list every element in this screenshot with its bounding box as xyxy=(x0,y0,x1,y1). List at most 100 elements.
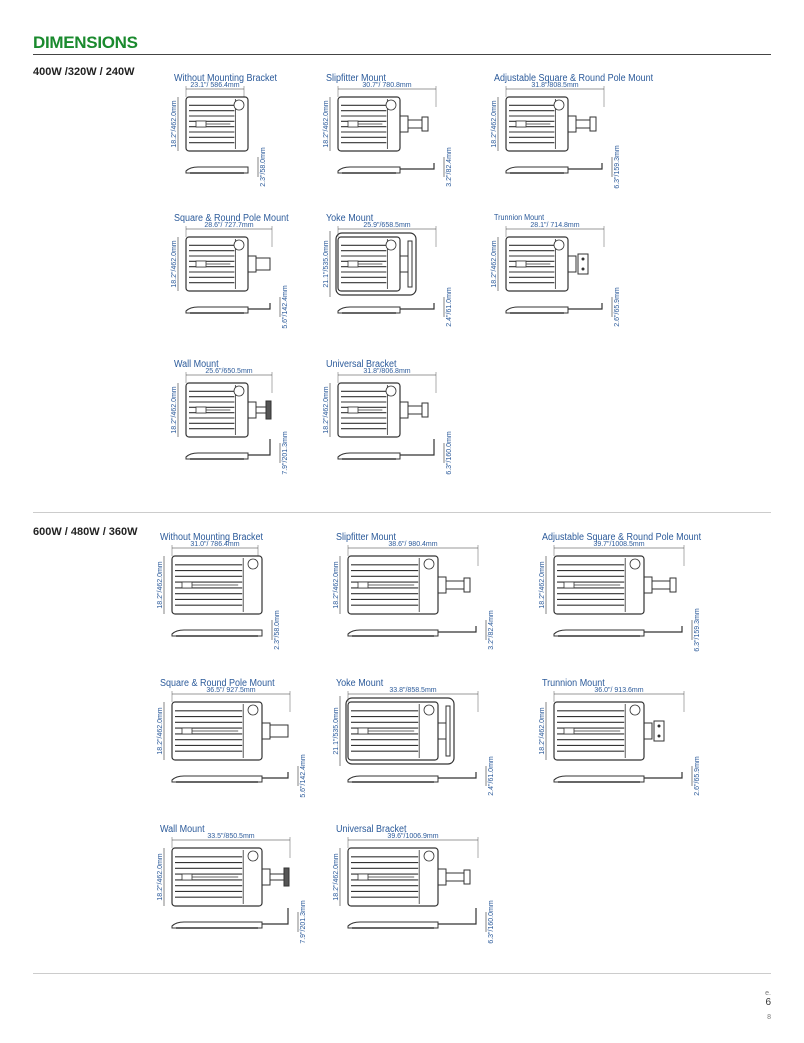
photocell-icon xyxy=(233,239,245,251)
driver-box xyxy=(181,727,193,735)
trunnion-bolt xyxy=(657,724,661,728)
width-dimension-label: 31.8"/808.5mm xyxy=(531,82,578,89)
mount-label: Trunnion Mount xyxy=(542,678,605,689)
side-profile-mount xyxy=(400,163,435,170)
mount-label: Slipfitter Mount xyxy=(336,532,397,543)
mount-label: Without Mounting Bracket xyxy=(160,532,264,543)
width-dimension-label: 38.6"/ 980.4mm xyxy=(388,541,437,548)
title-divider xyxy=(33,54,771,55)
mount-neck xyxy=(248,255,257,273)
side-profile-body xyxy=(337,306,401,314)
profile-dimension-label: 5.6"/142.4mm xyxy=(282,285,289,329)
section-wattage-1: 400W /320W / 240W xyxy=(33,66,135,78)
height-dimension-label: 18.2"/462.0mm xyxy=(333,561,340,608)
side-profile-body xyxy=(553,775,645,783)
photocell-icon xyxy=(629,558,641,570)
mount-clamp xyxy=(463,577,471,593)
mount-label: Trunnion Mount xyxy=(494,213,545,222)
profile-dimension-label: 2.4"/61.0mm xyxy=(446,287,453,327)
photocell-icon xyxy=(247,558,259,570)
mount-label: Universal Bracket xyxy=(326,359,397,370)
photocell-icon xyxy=(385,385,397,397)
width-dimension-label: 25.9"/658.5mm xyxy=(363,222,410,229)
width-dimension-label: 25.6"/650.5mm xyxy=(205,368,252,375)
width-dimension-label: 33.5"/850.5mm xyxy=(207,833,254,840)
mount-label: Yoke Mount xyxy=(336,678,384,689)
mount-neck xyxy=(438,722,447,740)
side-profile-body xyxy=(171,775,263,783)
profile-dimension-label: 7.9"/201.3mm xyxy=(282,431,289,475)
side-profile-body xyxy=(171,629,263,637)
wall-plate xyxy=(265,400,272,420)
driver-box xyxy=(357,873,369,881)
mount-neck xyxy=(644,722,653,740)
mount-label: Yoke Mount xyxy=(326,213,374,224)
mount-neck xyxy=(400,401,409,419)
side-profile-body xyxy=(171,921,263,929)
profile-dimension-label: 6.3"/160.0mm xyxy=(446,431,453,475)
wall-arm xyxy=(269,873,285,881)
width-dimension-label: 28.6"/ 727.7mm xyxy=(204,222,253,229)
side-profile-mount xyxy=(248,303,271,310)
height-dimension-label: 18.2"/462.0mm xyxy=(333,853,340,900)
mount-clamp xyxy=(421,116,429,132)
driver-box xyxy=(515,120,527,128)
wall-arm xyxy=(255,406,267,414)
photocell-icon xyxy=(629,704,641,716)
mount-label: Wall Mount xyxy=(160,824,205,835)
side-profile-body xyxy=(185,306,249,314)
width-dimension-label: 30.7"/ 780.8mm xyxy=(362,82,411,89)
width-dimension-label: 31.8"/806.8mm xyxy=(363,368,410,375)
side-profile-body xyxy=(337,452,401,460)
mount-neck xyxy=(568,115,577,133)
width-dimension-label: 28.1"/ 714.8mm xyxy=(530,222,579,229)
mount-label: Slipfitter Mount xyxy=(326,73,387,84)
driver-box xyxy=(347,260,359,268)
height-dimension-label: 21.1"/535.0mm xyxy=(333,707,340,754)
driver-box xyxy=(357,581,369,589)
photocell-icon xyxy=(233,385,245,397)
side-profile-body xyxy=(185,166,249,174)
side-profile-mount xyxy=(644,772,683,779)
width-dimension-label: 31.0"/ 786.4mm xyxy=(190,541,239,548)
mount-neck xyxy=(262,868,271,886)
section-wattage-2: 600W / 480W / 360W xyxy=(33,526,138,538)
height-dimension-label: 18.2"/462.0mm xyxy=(491,100,498,147)
mount-neck xyxy=(644,576,653,594)
photocell-icon xyxy=(247,704,259,716)
driver-box xyxy=(181,873,193,881)
side-profile-mount xyxy=(438,626,477,633)
side-profile-mount xyxy=(438,908,477,925)
photocell-icon xyxy=(385,99,397,111)
trunnion-bracket xyxy=(653,720,665,742)
driver-box xyxy=(195,406,207,414)
height-dimension-label: 18.2"/462.0mm xyxy=(157,561,164,608)
side-profile-body xyxy=(553,629,645,637)
width-dimension-label: 39.7"/1008.5mm xyxy=(593,541,644,548)
profile-dimension-label: 2.3"/58.0mm xyxy=(274,610,281,650)
profile-dimension-label: 2.6"/65.9mm xyxy=(614,287,621,327)
yoke-hinge xyxy=(445,705,451,757)
mount-label: Universal Bracket xyxy=(336,824,407,835)
mount-clamp xyxy=(463,869,471,885)
driver-box xyxy=(347,406,359,414)
pole-arm xyxy=(255,257,271,271)
mount-neck xyxy=(262,722,271,740)
page-number: 6 xyxy=(765,997,771,1008)
height-dimension-label: 18.2"/462.0mm xyxy=(157,707,164,754)
photocell-icon xyxy=(423,558,435,570)
height-dimension-label: 18.2"/462.0mm xyxy=(539,707,546,754)
photocell-icon xyxy=(233,99,245,111)
driver-box xyxy=(563,727,575,735)
side-profile-mount xyxy=(400,303,435,310)
trunnion-bolt xyxy=(657,734,661,738)
page-mark-top: e. xyxy=(765,990,771,997)
